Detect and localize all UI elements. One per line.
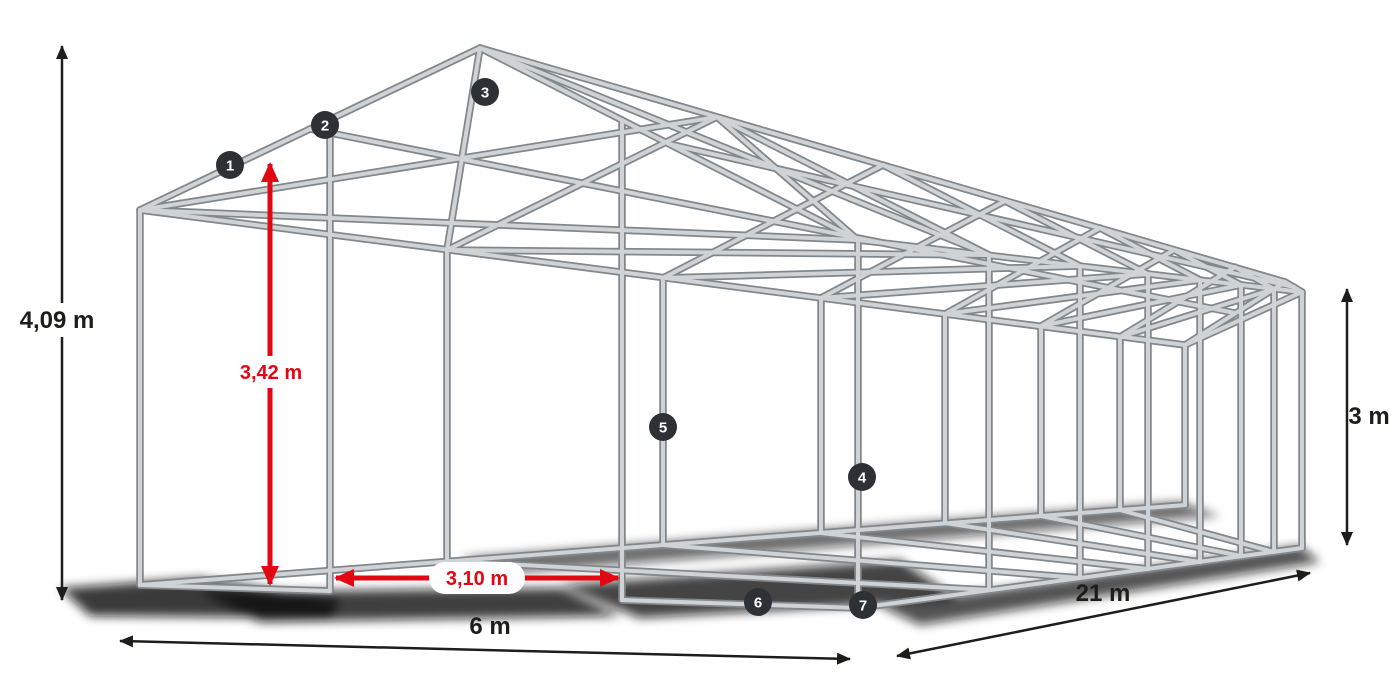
entrance-height-label: 3,42 m (240, 362, 302, 384)
entrance-width-label-bg (429, 562, 525, 594)
length-label: 21 m (1076, 580, 1131, 607)
marker-3-circle (471, 78, 499, 106)
total-height-label-bg (6, 303, 108, 337)
marker-7-circle (849, 591, 877, 619)
width-arrow (119, 635, 851, 665)
marker-6: 6 (744, 588, 772, 616)
marker-5-number: 5 (659, 420, 667, 437)
part-markers: 1 2 3 4 5 6 7 (216, 78, 877, 619)
dimension-labels: 4,09 m 6 m 21 m 3 m 3,42 m 3,10 m (6, 303, 1390, 640)
entrance-height-label-bg (224, 356, 318, 388)
marker-1-number: 1 (226, 158, 234, 175)
width-label: 6 m (469, 613, 510, 640)
side-height-label: 3 m (1348, 403, 1389, 430)
marker-2-circle (311, 111, 339, 139)
marker-3-number: 3 (481, 85, 489, 102)
marker-2-number: 2 (321, 118, 329, 135)
marker-6-number: 6 (754, 595, 762, 612)
marker-5-circle (649, 413, 677, 441)
marker-4-circle (848, 463, 876, 491)
marker-3: 3 (471, 78, 499, 106)
entrance-width-label: 3,10 m (446, 568, 508, 590)
marker-5: 5 (649, 413, 677, 441)
shadow-entrance (200, 588, 620, 622)
marker-6-circle (744, 588, 772, 616)
marker-4: 4 (848, 463, 876, 491)
marker-2: 2 (311, 111, 339, 139)
length-arrow (896, 569, 1311, 660)
marker-1: 1 (216, 151, 244, 179)
marker-7: 7 (849, 591, 877, 619)
marker-4-number: 4 (858, 470, 867, 487)
total-height-label: 4,09 m (20, 307, 95, 334)
marker-7-number: 7 (859, 598, 867, 615)
marker-1-circle (216, 151, 244, 179)
